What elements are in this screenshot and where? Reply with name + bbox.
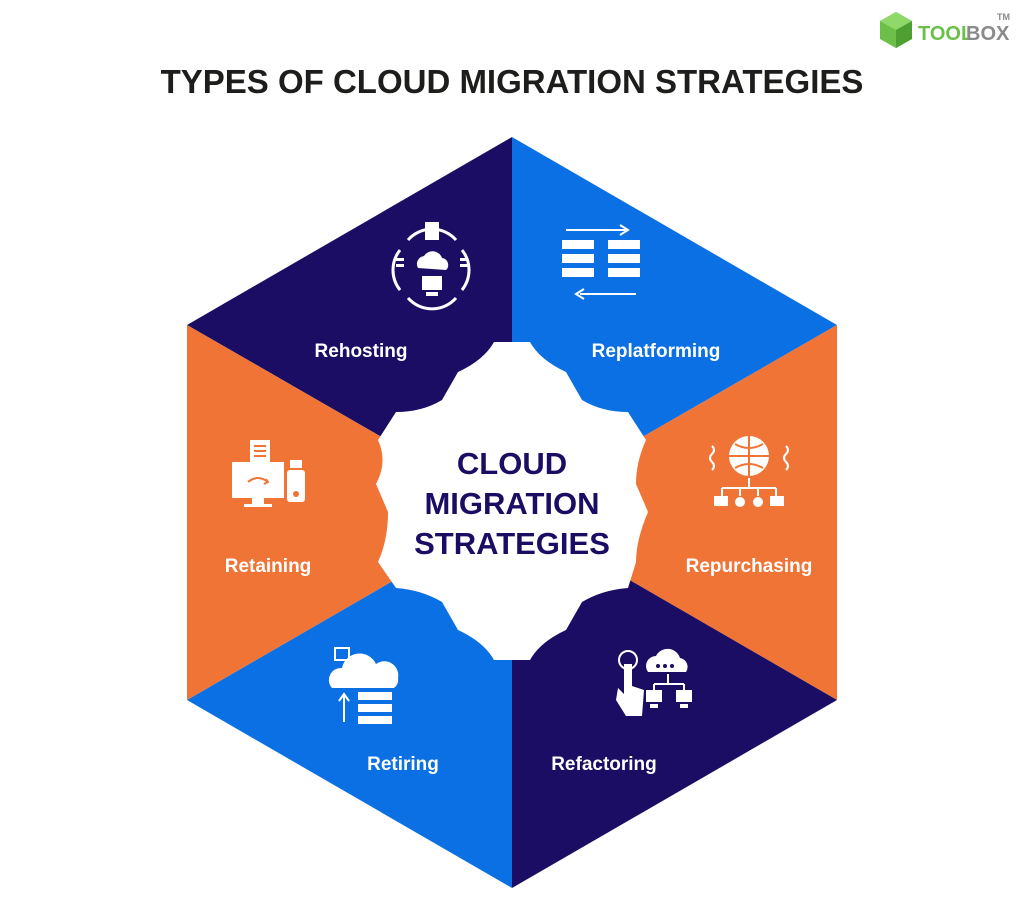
cloud-server-upload-icon [328, 647, 399, 724]
brand-name-part2: BOX [966, 23, 1010, 45]
trademark: TM [997, 12, 1010, 22]
cube-icon [880, 12, 912, 48]
label-repurchasing: Repurchasing [686, 556, 813, 577]
page-title: TYPES OF CLOUD MIGRATION STRATEGIES [161, 63, 864, 100]
center-gear [376, 342, 648, 660]
brand-name-part1: TOOL [918, 23, 973, 45]
segment-repurchasing [512, 325, 837, 700]
label-retaining: Retaining [225, 556, 312, 577]
computer-usb-storage-icon [232, 440, 305, 507]
globe-network-icon [709, 436, 789, 507]
center-title: CLOUD MIGRATION STRATEGIES [414, 446, 610, 561]
server-cloud-sync-icon [391, 222, 471, 311]
center-line-2: MIGRATION [424, 486, 599, 521]
hand-cloud-network-icon [616, 648, 692, 716]
segment-retaining [187, 325, 512, 700]
data-transfer-arrows-icon [562, 224, 640, 300]
center-line-1: CLOUD [457, 446, 567, 481]
label-rehosting: Rehosting [315, 341, 408, 362]
center-line-3: STRATEGIES [414, 526, 610, 561]
toolbox-logo: TOOL BOX TM [880, 12, 1010, 48]
label-refactoring: Refactoring [551, 754, 657, 775]
label-replatforming: Replatforming [592, 341, 721, 362]
label-retiring: Retiring [367, 754, 439, 775]
segment-refactoring [512, 512, 837, 888]
